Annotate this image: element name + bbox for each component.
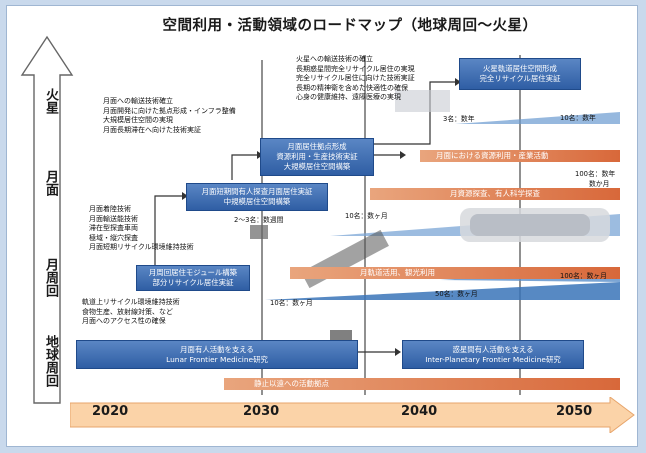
capacity-moon-2-3: 2〜3名：数週間 [234, 216, 284, 224]
axis-label-earth-orbit: 地球周回 [43, 335, 58, 387]
notes-lunar-orbit: 軌道上リサイクル環境維持技術 食物生産、放射線対策、など 月面へのアクセス性の確… [82, 298, 180, 327]
note-moon-tech-2: 月面開発に向けた拠点形成・インフラ整備 [103, 106, 236, 115]
year-2050: 2050 [556, 404, 593, 419]
box-lunar-orbit-module-line2: 部分リサイクル居住実証 [152, 278, 234, 287]
capacity-orbit-100: 100名：数ヶ月 [560, 272, 607, 280]
capacity-moon-100-months: 数か月 [589, 180, 610, 188]
axis-label-mars: 火星 [43, 88, 58, 114]
box-lunar-base-line3: 大規模居住空間構築 [283, 162, 351, 171]
box-lunar-medicine-line1: 月面有人活動を支える [180, 344, 254, 354]
capacity-moon-10: 10名：数ヶ月 [345, 212, 388, 220]
bar-lunar-science-label: 月資源探査、有人科学探査 [450, 189, 540, 198]
box-interplanetary-medicine-line1: 惑星間有人活動を支える [452, 344, 534, 354]
year-2030: 2030 [243, 404, 280, 419]
year-2020: 2020 [92, 404, 129, 419]
note-moon-short-5: 月面短期リサイクル環境維持技術 [89, 243, 194, 252]
capacity-orbit-50: 50名：数ヶ月 [435, 290, 478, 298]
bar-lunar-resource-industry-label: 月面における資源利用・産業活動 [436, 151, 549, 160]
box-lunar-orbit-module: 月周回居住モジュール構築 部分リサイクル居住実証 [136, 265, 250, 291]
note-moon-short-3: 滞在型探査車両 [89, 224, 138, 233]
year-2040: 2040 [401, 404, 438, 419]
capacity-mars-3: 3名：数年 [443, 115, 475, 123]
bar-leo-use: 静止以遠への活動拠点 [224, 378, 620, 390]
box-mars-habitat-line2: 完全リサイクル居住実証 [479, 74, 561, 83]
note-moon-tech-3: 大規模居住空間の実現 [103, 116, 173, 125]
note-lunar-orbit-1: 軌道上リサイクル環境維持技術 [82, 298, 180, 306]
note-mars-tech-1: 火星への輸送技術の確立 [296, 55, 373, 63]
timeline-arrow [70, 397, 635, 433]
bar-lunar-orbit-use-label: 月軌道活用、観光利用 [360, 268, 435, 277]
bar-lunar-resource-industry: 月面における資源利用・産業活動 [420, 150, 620, 162]
capacity-orbit-10: 10名：数ヶ月 [270, 299, 313, 307]
note-moon-tech-4: 月面長期滞在へ向けた技術実証 [103, 125, 201, 134]
box-lunar-orbit-module-line1: 月周回居住モジュール構築 [148, 268, 238, 277]
notes-mars-tech: 火星への輸送技術の確立 長期惑星間完全リサイクル居住の実現 完全リサイクル居住に… [296, 55, 415, 103]
box-lunar-base-line1: 月面居住拠点形成 [287, 142, 347, 151]
vertical-axis-arrow [20, 35, 74, 404]
box-lunar-stay: 月面短期間有人探査月面居住実証 中規模居住空間構築 [186, 183, 328, 211]
note-mars-tech-3: 完全リサイクル居住に向けた技術実証 [296, 74, 415, 83]
note-mars-tech-2: 長期惑星間完全リサイクル居住の実現 [296, 64, 415, 73]
note-moon-short-4: 極域・縦穴探査 [89, 233, 138, 242]
note-lunar-orbit-3: 月面へのアクセス性の確保 [82, 317, 166, 326]
note-moon-short-1: 月面着陸技術 [89, 205, 131, 213]
diagram-title: 空間利用・活動領域のロードマップ（地球周回〜火星） [162, 18, 538, 34]
box-interplanetary-medicine-line2: Inter-Planetary Frontier Medicine研究 [425, 354, 561, 364]
bar-leo-use-label: 静止以遠への活動拠点 [254, 379, 329, 388]
box-lunar-stay-line2: 中規模居住空間構築 [223, 197, 291, 206]
box-interplanetary-medicine: 惑星間有人活動を支える Inter-Planetary Frontier Med… [402, 340, 584, 369]
bar-lunar-science: 月資源探査、有人科学探査 [370, 188, 620, 200]
box-lunar-stay-line1: 月面短期間有人探査月面居住実証 [201, 187, 313, 196]
note-moon-short-2: 月面輸送能技術 [89, 214, 138, 223]
box-mars-habitat-line1: 火星軌道居住空間形成 [483, 64, 557, 73]
box-lunar-medicine: 月面有人活動を支える Lunar Frontier Medicine研究 [76, 340, 358, 369]
notes-moon-short: 月面着陸技術 月面輸送能技術 滞在型探査車両 極域・縦穴探査 月面短期リサイクル… [89, 205, 194, 253]
box-mars-habitat: 火星軌道居住空間形成 完全リサイクル居住実証 [459, 58, 581, 90]
note-mars-tech-4: 長期の精神衛を含めた快適性の確保 [296, 83, 408, 92]
box-lunar-base: 月面居住拠点形成 資源利用・生産技術実証 大規模居住空間構築 [260, 138, 374, 176]
box-lunar-base-line2: 資源利用・生産技術実証 [276, 152, 358, 161]
capacity-mars-10: 10名：数年 [560, 114, 596, 122]
axis-label-moon: 月面 [43, 170, 58, 196]
box-lunar-medicine-line2: Lunar Frontier Medicine研究 [166, 354, 268, 364]
bar-lunar-orbit-use: 月軌道活用、観光利用 [290, 267, 620, 279]
axis-label-lunar-orbit: 月周回 [43, 258, 58, 297]
note-moon-tech-1: 月面への輸送技術確立 [103, 97, 173, 105]
note-lunar-orbit-2: 食物生産、放射線対策、など [82, 307, 173, 316]
capacity-moon-100: 100名：数年 [575, 170, 616, 178]
notes-moon-tech: 月面への輸送技術確立 月面開発に向けた拠点形成・インフラ整備 大規模居住空間の実… [103, 97, 236, 135]
note-mars-tech-5: 心身の健康維持、遠隔医療の実現 [296, 93, 401, 102]
